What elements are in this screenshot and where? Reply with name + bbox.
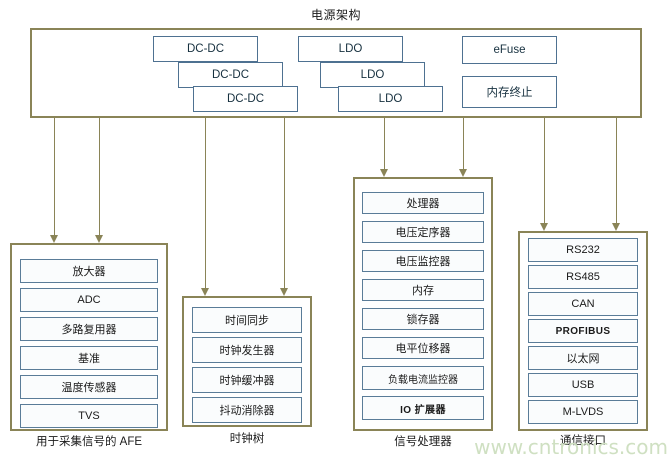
- afe-caption: 用于采集信号的 AFE: [35, 436, 143, 448]
- arrow-line-signal-2: [463, 118, 464, 169]
- rail-box-ldo-2[interactable]: LDO: [320, 62, 425, 88]
- page-title: 电源架构: [310, 8, 361, 22]
- arrow-line-afe-1: [54, 118, 55, 235]
- comm-item-ethernet[interactable]: 以太网: [528, 346, 638, 370]
- arrow-line-comm-2: [616, 118, 617, 223]
- arrow-line-clock-1: [205, 118, 206, 288]
- clock-item-clock-buffer[interactable]: 时钟缓冲器: [192, 367, 302, 393]
- arrow-line-clock-2: [284, 118, 285, 288]
- rail-box-efuse[interactable]: eFuse: [462, 36, 557, 64]
- site-watermark: www.cntronics.com: [474, 435, 668, 459]
- clock-item-time-sync[interactable]: 时间同步: [192, 307, 302, 333]
- arrow-head-comm-1: [540, 223, 548, 231]
- arrow-head-clock-1: [201, 288, 209, 296]
- sp-item-voltage-sequencer[interactable]: 电压定序器: [362, 221, 484, 243]
- afe-item-temp-sensor[interactable]: 温度传感器: [20, 375, 158, 399]
- comm-item-usb[interactable]: USB: [528, 373, 638, 397]
- arrow-head-afe-2: [95, 235, 103, 243]
- afe-item-adc[interactable]: ADC: [20, 288, 158, 312]
- sp-item-processor[interactable]: 处理器: [362, 192, 484, 214]
- afe-item-reference[interactable]: 基准: [20, 346, 158, 370]
- comm-item-rs232[interactable]: RS232: [528, 238, 638, 262]
- sp-item-voltage-monitor[interactable]: 电压监控器: [362, 250, 484, 272]
- signal-processor-caption: 信号处理器: [394, 436, 452, 448]
- clock-item-jitter-cleaner[interactable]: 抖动消除器: [192, 397, 302, 423]
- rail-box-ldo-1[interactable]: LDO: [298, 36, 403, 62]
- arrow-head-signal-1: [380, 169, 388, 177]
- comm-interface-caption: 通信接口: [560, 435, 606, 447]
- clock-item-clock-generator[interactable]: 时钟发生器: [192, 337, 302, 363]
- afe-item-tvs[interactable]: TVS: [20, 404, 158, 428]
- rail-box-ldo-3[interactable]: LDO: [338, 86, 443, 112]
- comm-item-can[interactable]: CAN: [528, 292, 638, 316]
- rail-box-dcdc-3[interactable]: DC-DC: [193, 86, 298, 112]
- comm-item-rs485[interactable]: RS485: [528, 265, 638, 289]
- comm-item-mlvds[interactable]: M-LVDS: [528, 400, 638, 424]
- arrow-head-signal-2: [459, 169, 467, 177]
- sp-item-load-current-monitor[interactable]: 负载电流监控器: [362, 366, 484, 390]
- comm-item-profibus[interactable]: PROFIBUS: [528, 319, 638, 343]
- clock-tree-caption: 时钟树: [229, 433, 265, 445]
- afe-item-multiplexer[interactable]: 多路复用器: [20, 317, 158, 341]
- sp-item-level-shifter[interactable]: 电平位移器: [362, 337, 484, 359]
- arrow-line-comm-1: [544, 118, 545, 223]
- rail-box-dcdc-2[interactable]: DC-DC: [178, 62, 283, 88]
- rail-box-dcdc-1[interactable]: DC-DC: [153, 36, 258, 62]
- sp-item-memory[interactable]: 内存: [362, 279, 484, 301]
- arrow-head-clock-2: [280, 288, 288, 296]
- rail-box-memory-termination[interactable]: 内存终止: [462, 76, 557, 108]
- arrow-head-afe-1: [50, 235, 58, 243]
- signal-processor-container: [353, 177, 493, 431]
- arrow-line-signal-1: [384, 118, 385, 169]
- afe-item-amplifier[interactable]: 放大器: [20, 259, 158, 283]
- sp-item-io-expander[interactable]: IO 扩展器: [362, 396, 484, 420]
- sp-item-latch[interactable]: 锁存器: [362, 308, 484, 330]
- arrow-head-comm-2: [612, 223, 620, 231]
- arrow-line-afe-2: [99, 118, 100, 235]
